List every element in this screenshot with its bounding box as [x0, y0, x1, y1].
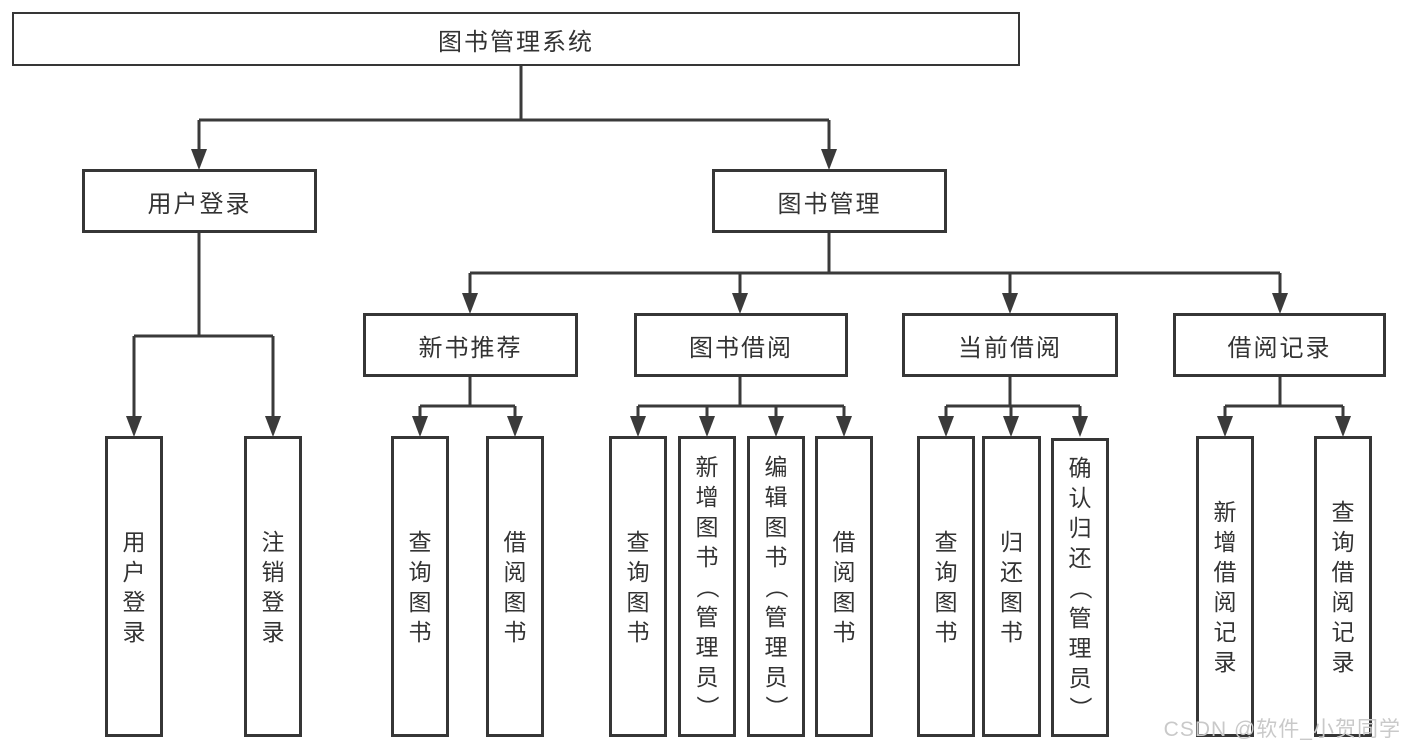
- leaf-records-query-record: 查询借阅记录: [1314, 436, 1372, 737]
- leaf-borrow-borrow-books: 借阅图书: [815, 436, 873, 737]
- node-new-book-recommendation: 新书推荐: [363, 313, 578, 377]
- leaf-label: 确认归还（管理员）: [1067, 454, 1093, 720]
- node-label: 图书借阅: [689, 334, 793, 362]
- leaf-label: 查询图书: [408, 528, 432, 645]
- leaf-label: 借阅图书: [503, 528, 527, 645]
- node-library-management-system: 图书管理系统: [12, 12, 1020, 66]
- node-user-login: 用户登录: [82, 169, 317, 233]
- node-label: 图书管理: [777, 190, 882, 218]
- node-label: 借阅记录: [1227, 334, 1332, 362]
- leaf-records-add-record: 新增借阅记录: [1196, 436, 1254, 737]
- leaf-label: 用户登录: [122, 528, 146, 645]
- leaf-label: 编辑图书（管理员）: [763, 453, 789, 719]
- leaf-label: 查询图书: [626, 528, 650, 645]
- leaf-label: 查询借阅记录: [1331, 498, 1355, 675]
- node-label: 用户登录: [147, 190, 252, 218]
- leaf-borrow-query-books: 查询图书: [609, 436, 667, 737]
- leaf-label: 查询图书: [934, 528, 958, 645]
- node-borrowing-records: 借阅记录: [1173, 313, 1386, 377]
- node-label: 图书管理系统: [438, 28, 594, 56]
- leaf-label: 归还图书: [1000, 528, 1023, 645]
- leaf-label: 新增借阅记录: [1213, 498, 1237, 675]
- leaf-borrow-edit-books-admin: 编辑图书（管理员）: [747, 436, 805, 737]
- node-label: 当前借阅: [958, 334, 1062, 362]
- leaf-newbook-query-books: 查询图书: [391, 436, 449, 737]
- leaf-label: 借阅图书: [832, 528, 856, 645]
- node-book-management: 图书管理: [712, 169, 947, 233]
- leaf-newbook-borrow-books: 借阅图书: [486, 436, 544, 737]
- leaf-current-confirm-return-admin: 确认归还（管理员）: [1051, 438, 1109, 737]
- leaf-current-query-books: 查询图书: [917, 436, 975, 737]
- watermark: CSDN @软件_小贺同学: [1163, 718, 1401, 741]
- leaf-label: 新增图书（管理员）: [694, 453, 720, 719]
- node-label: 新书推荐: [418, 334, 523, 362]
- node-book-borrowing: 图书借阅: [634, 313, 848, 377]
- node-current-borrowing: 当前借阅: [902, 313, 1118, 377]
- leaf-logout: 注销登录: [244, 436, 302, 737]
- leaf-current-return-books: 归还图书: [982, 436, 1041, 737]
- leaf-label: 注销登录: [261, 528, 285, 645]
- leaf-user-login: 用户登录: [105, 436, 163, 737]
- leaf-borrow-add-books-admin: 新增图书（管理员）: [678, 436, 736, 737]
